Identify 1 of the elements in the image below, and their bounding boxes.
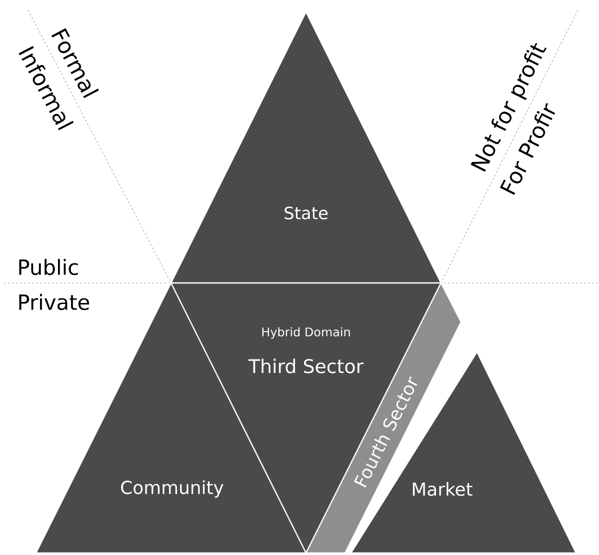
axis-label: Public xyxy=(19,258,78,276)
